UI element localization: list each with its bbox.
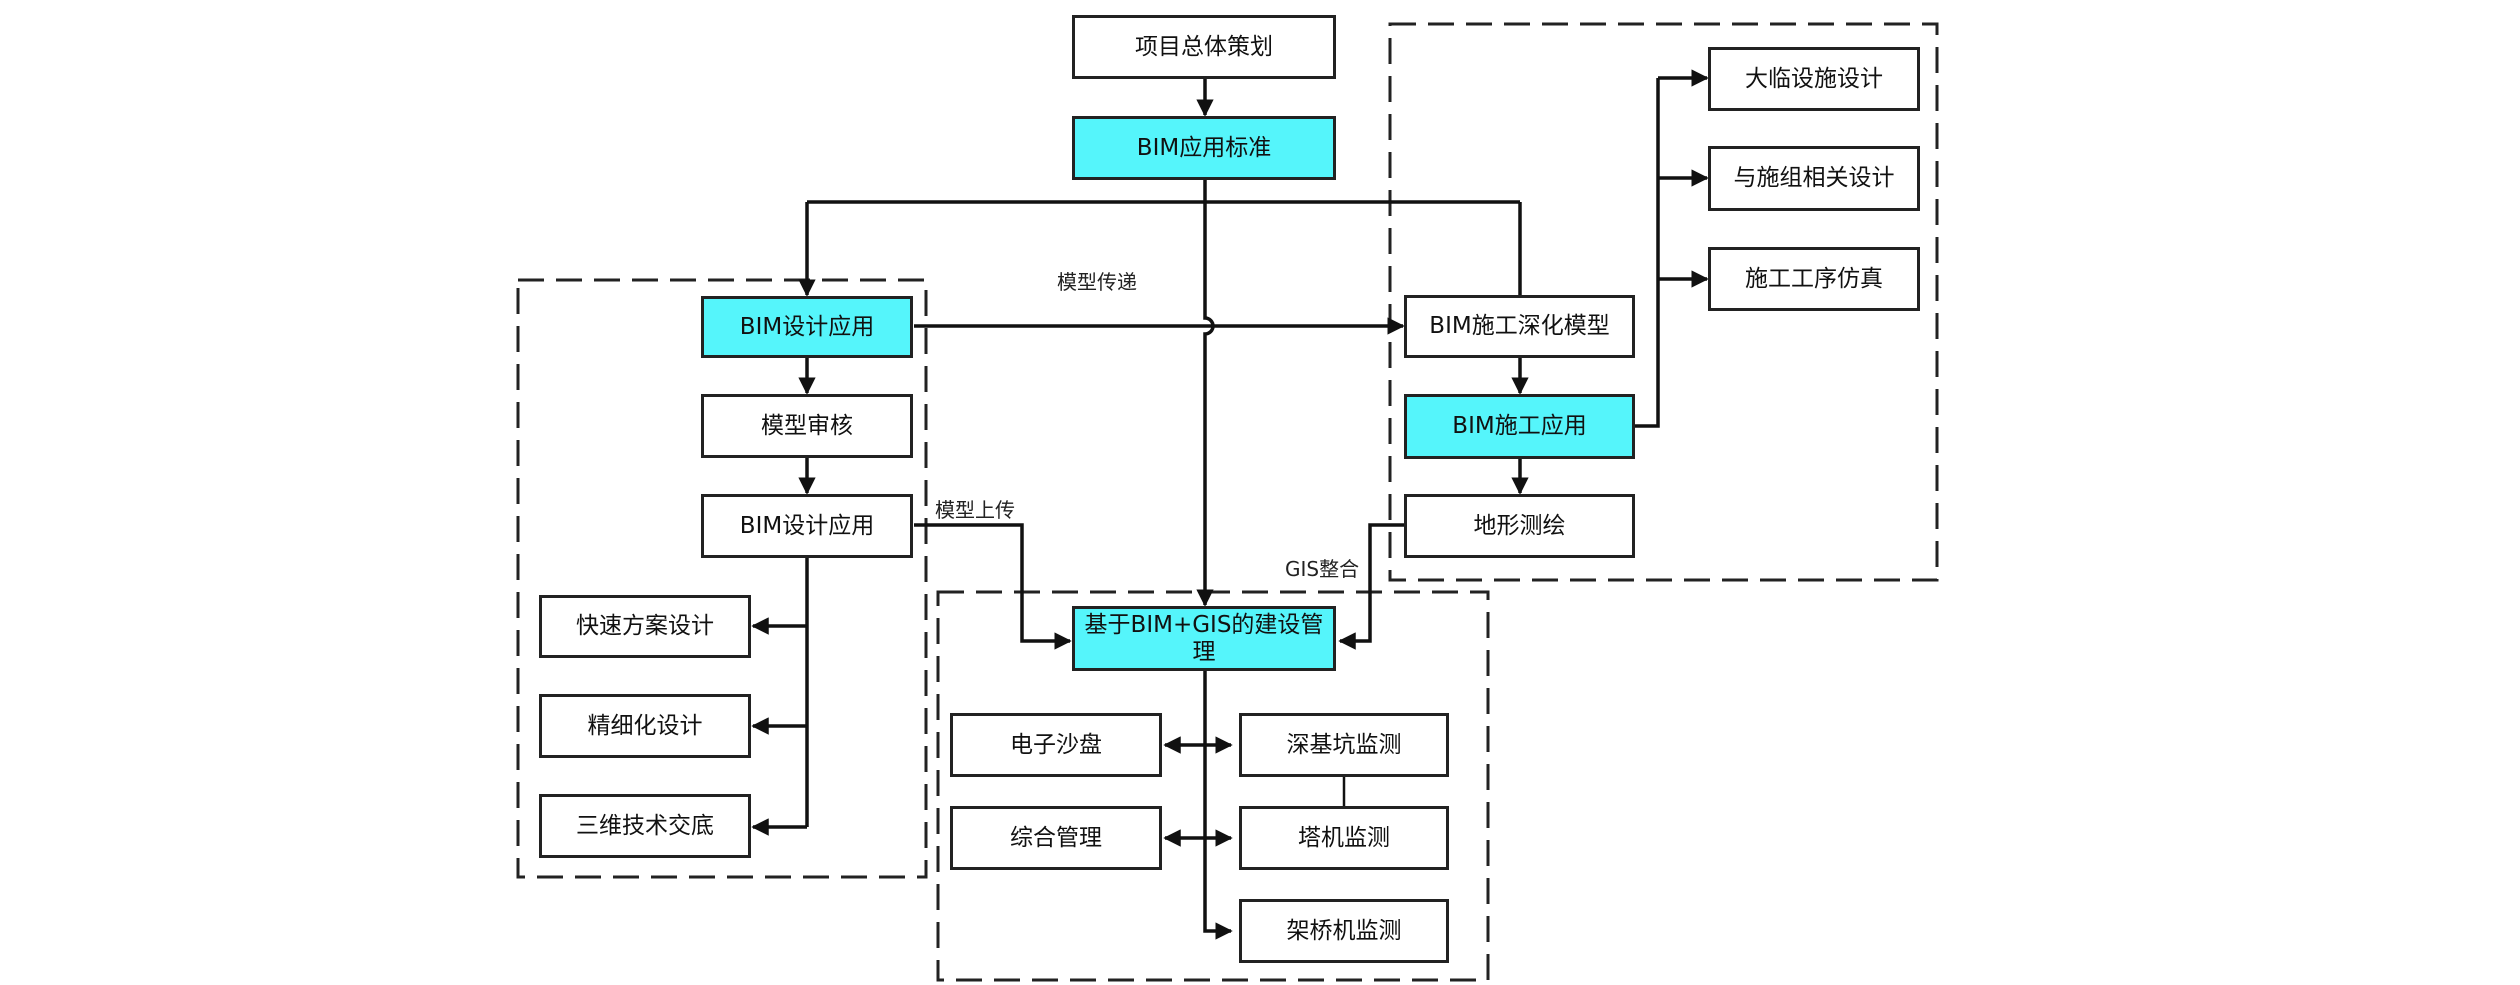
edge-standard-to-management [1196, 202, 1215, 607]
node-bim-gis-management: 基于BIM+GIS的建设管理 [1072, 606, 1336, 671]
label-model-upload: 模型上传 [935, 498, 1015, 522]
node-terrain-survey: 地形测绘 [1404, 494, 1635, 558]
edge-model-upload [914, 523, 1072, 650]
node-bim-construction-application: BIM施工应用 [1404, 394, 1635, 459]
node-bim-design-application-2: BIM设计应用 [701, 494, 913, 558]
node-integrated-management: 综合管理 [950, 806, 1162, 870]
node-temp-facility-design: 大临设施设计 [1708, 47, 1920, 111]
node-3d-tech-briefing: 三维技术交底 [539, 794, 751, 858]
edge-construction-branch [1635, 78, 1660, 428]
node-refined-design: 精细化设计 [539, 694, 751, 758]
node-model-review: 模型审核 [701, 394, 913, 458]
node-quick-scheme-design: 快速方案设计 [539, 595, 751, 658]
edge-management-trunk [1203, 671, 1233, 940]
node-deep-pit-monitoring: 深基坑监测 [1239, 713, 1449, 777]
node-bim-design-application: BIM设计应用 [701, 296, 913, 358]
edge-gis-integration [1338, 523, 1404, 650]
design-group-frame [516, 278, 928, 879]
node-project-planning: 项目总体策划 [1072, 15, 1336, 79]
label-model-transfer: 模型传递 [1057, 270, 1137, 294]
node-electronic-sandbox: 电子沙盘 [950, 713, 1162, 777]
node-bim-standard: BIM应用标准 [1072, 116, 1336, 180]
node-bridge-launcher-monitoring: 架桥机监测 [1239, 899, 1449, 963]
node-tower-crane-monitoring: 塔机监测 [1239, 806, 1449, 870]
node-process-simulation: 施工工序仿真 [1708, 247, 1920, 311]
label-gis-integration: GIS整合 [1285, 557, 1360, 581]
node-bim-construction-model: BIM施工深化模型 [1404, 295, 1635, 358]
construction-group-frame [1388, 22, 1939, 582]
node-construction-org-design: 与施组相关设计 [1708, 146, 1920, 211]
